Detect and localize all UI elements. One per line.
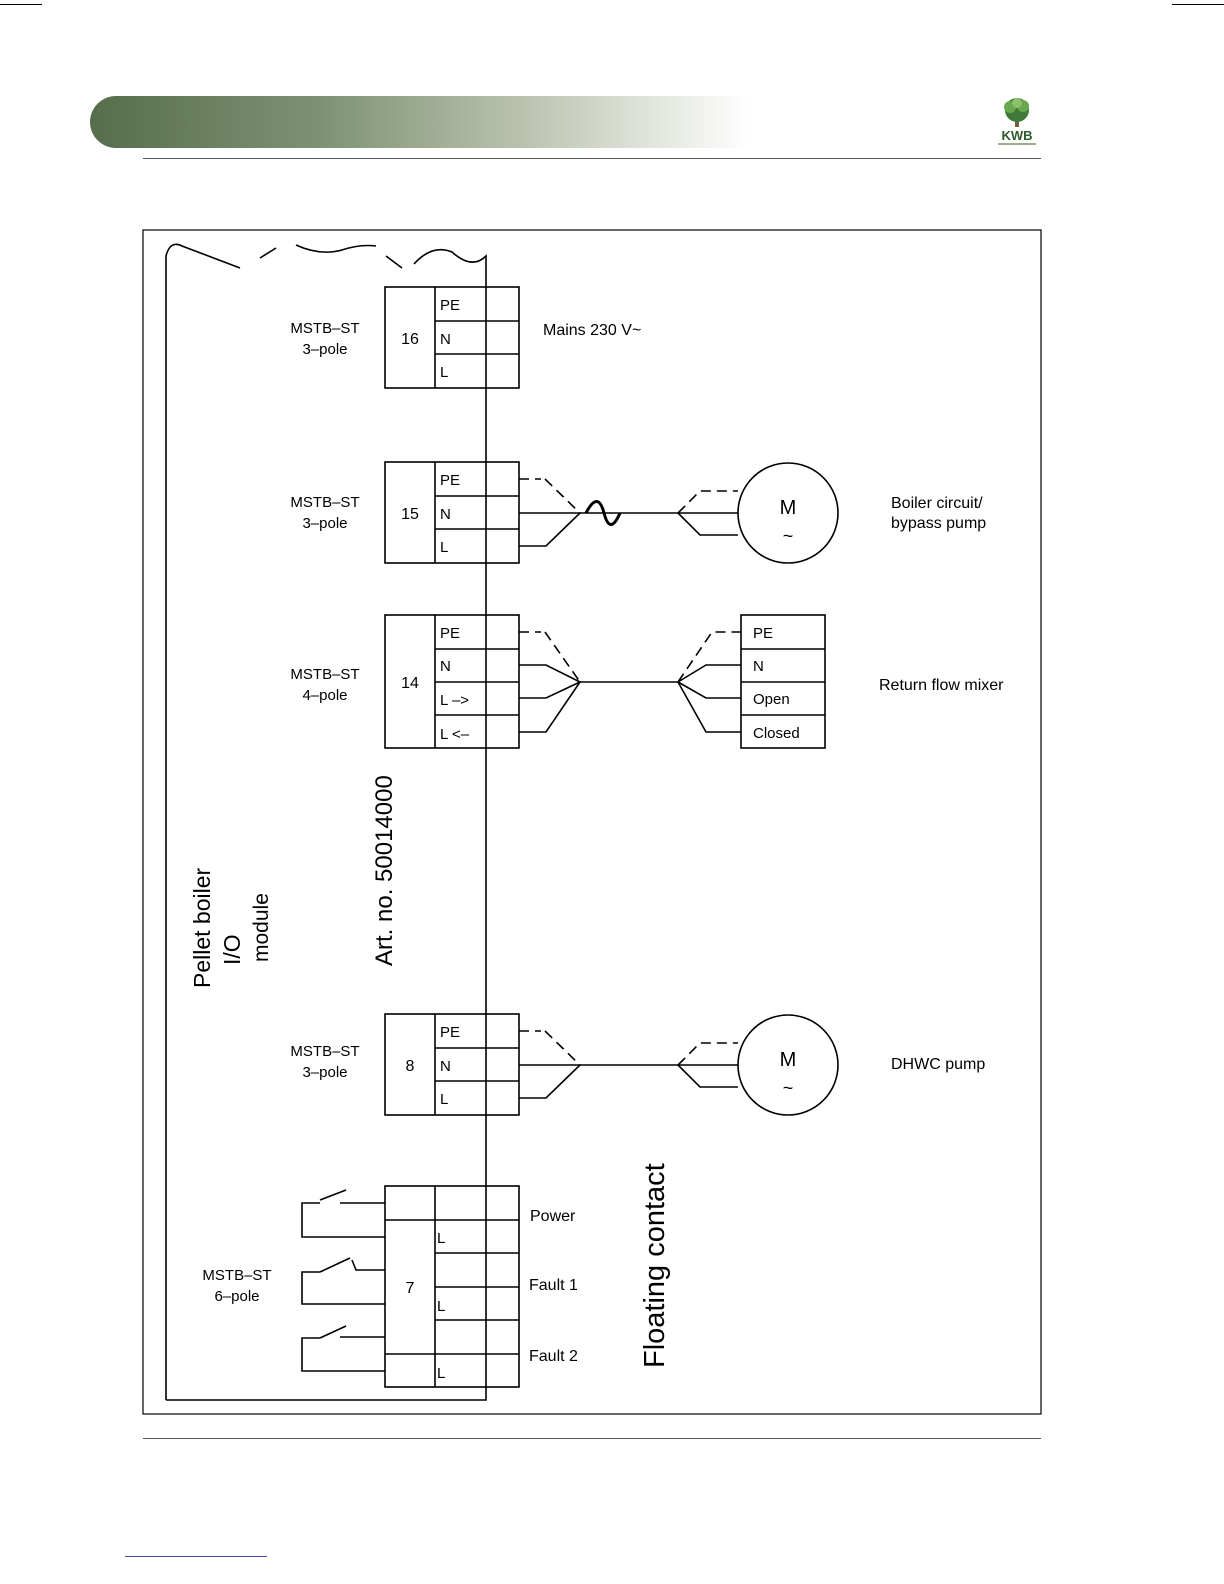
kwb-logo: KWB [992, 96, 1042, 148]
connector-type: MSTB–ST [290, 320, 359, 337]
header-band [90, 96, 750, 148]
connector-poles: 4–pole [302, 687, 347, 704]
contact-label: Power [530, 1208, 576, 1225]
device-label: Boiler circuit/ [891, 495, 983, 512]
module-label-line3: module [250, 893, 273, 962]
contact-label: Fault 1 [529, 1277, 578, 1294]
motor-ac-symbol: ~ [783, 1078, 794, 1098]
switch-contact [301, 1189, 385, 1238]
diagram-frame [142, 229, 1042, 1415]
pin-label: N [440, 658, 451, 675]
terminal-14: 14 PE N L –> L <– MSTB–ST 4–pole PE N Op… [290, 614, 1004, 749]
connector-poles: 6–pole [214, 1288, 259, 1305]
floating-contact-label: Floating contact [639, 1163, 671, 1368]
device-label: DHWC pump [891, 1056, 985, 1073]
module-label-line2: I/O [219, 934, 245, 965]
motor-symbol [737, 462, 839, 564]
mixer-pin-label: PE [753, 625, 773, 642]
pin-label: PE [440, 297, 460, 314]
tree-icon [1004, 98, 1029, 127]
motor-symbol [737, 1014, 839, 1116]
device-label: Return flow mixer [879, 677, 1004, 694]
mixer-pin-label: Open [753, 691, 790, 708]
cable-marker [584, 500, 622, 526]
logo-text: KWB [1001, 128, 1032, 143]
terminal-number: 15 [401, 506, 419, 523]
terminal-number: 7 [406, 1280, 415, 1297]
pin-label: PE [440, 472, 460, 489]
crop-mark-right [1172, 4, 1224, 5]
terminal-7: 7 L L L MSTB–ST 6–pole Power Fault 1 Fau… [202, 1185, 578, 1388]
pin-label: N [440, 331, 451, 348]
pin-label: N [440, 506, 451, 523]
motor-label: M [780, 497, 797, 519]
module-label-line1: Pellet boiler [189, 867, 215, 988]
device-label: bypass pump [891, 515, 986, 532]
switch-contact [301, 1257, 385, 1305]
mixer-block: PE N Open Closed [740, 614, 826, 749]
article-number: Art. no. 50014000 [371, 775, 398, 966]
footer-rule [143, 1438, 1041, 1439]
connector-type: MSTB–ST [202, 1267, 271, 1284]
header-rule [143, 158, 1041, 159]
pin-label: L [440, 539, 448, 556]
terminal-15: 15 PE N L MSTB–ST 3–pole M ~ Boiler circ… [290, 461, 986, 564]
connector-type: MSTB–ST [290, 494, 359, 511]
mixer-pin-label: N [753, 658, 764, 675]
pin-label: L <– [440, 726, 470, 743]
motor-ac-symbol: ~ [783, 526, 794, 546]
connector-poles: 3–pole [302, 1064, 347, 1081]
terminal-8: 8 PE N L MSTB–ST 3–pole M ~ DHWC pump [290, 1013, 985, 1116]
switch-contact [301, 1325, 385, 1372]
pin-label: L [440, 1091, 448, 1108]
terminal-number: 14 [401, 675, 419, 692]
pin-label: PE [440, 1024, 460, 1041]
module-outline [165, 243, 487, 1401]
pin-label: L [437, 1365, 445, 1382]
terminal-number: 8 [406, 1058, 415, 1075]
terminal-16: 16 PE N L MSTB–ST 3–pole Mains 230 V~ [290, 286, 641, 389]
crop-mark-left [0, 4, 42, 5]
pin-label: L [437, 1298, 445, 1315]
pin-label: L [440, 364, 448, 381]
pin-label: PE [440, 625, 460, 642]
pin-label: N [440, 1058, 451, 1075]
contact-label: Fault 2 [529, 1348, 578, 1365]
connector-poles: 3–pole [302, 515, 347, 532]
device-label: Mains 230 V~ [543, 322, 641, 339]
connector-type: MSTB–ST [290, 1043, 359, 1060]
connector-poles: 3–pole [302, 341, 347, 358]
footer-link[interactable] [125, 1556, 267, 1557]
terminal-number: 16 [401, 331, 419, 348]
motor-label: M [780, 1049, 797, 1071]
mixer-pin-label: Closed [753, 725, 800, 742]
pin-label: L [437, 1230, 445, 1247]
pin-label: L –> [440, 692, 469, 709]
connector-type: MSTB–ST [290, 666, 359, 683]
